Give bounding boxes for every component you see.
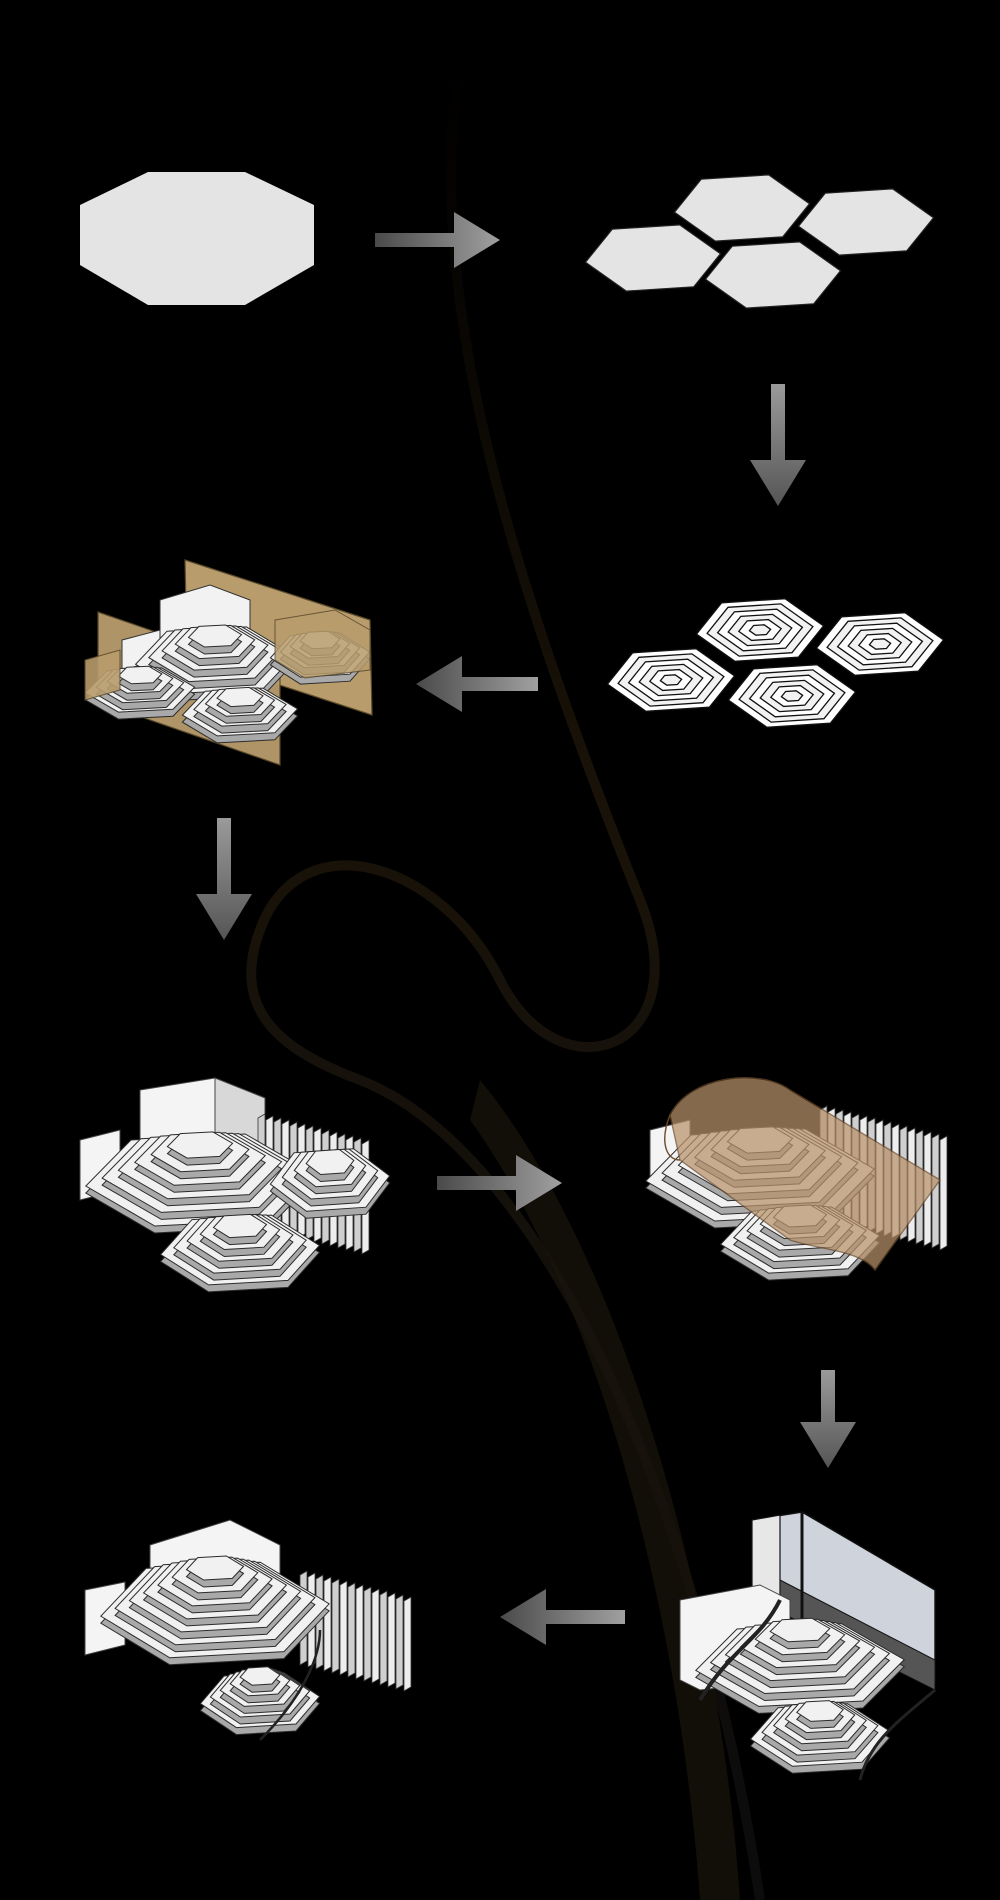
terrace-fin: [387, 1592, 396, 1688]
terrace-top: [187, 624, 243, 648]
hexagon-tile: [673, 174, 811, 242]
step-terraced-massing: [79, 1077, 391, 1293]
terrace-fin: [403, 1596, 412, 1692]
terrace-fin: [331, 1578, 340, 1674]
hexagon-tile: [797, 188, 935, 256]
arrow-right: [437, 1155, 562, 1211]
terrace-fin: [363, 1586, 372, 1682]
step-massing-with-enclosure-and-cut: [679, 1511, 936, 1781]
background-swirl: [246, 59, 765, 1900]
cut-curve: [698, 1599, 782, 1702]
terrace-fin: [323, 1576, 332, 1672]
contour-ring: [748, 624, 772, 636]
hexagon-tile: [704, 241, 842, 309]
arrow-down: [750, 384, 806, 506]
envelope-edge: [664, 1114, 681, 1161]
arrow-left: [500, 1589, 625, 1645]
step-octagon-footprint: [80, 172, 314, 305]
contour-ring: [659, 674, 683, 686]
arrow-down: [800, 1370, 856, 1468]
step-massing-with-curved-envelope: [644, 1077, 948, 1281]
terrace-fin: [355, 1584, 364, 1680]
terrace-top: [185, 1555, 245, 1581]
terrace-top: [239, 1666, 281, 1686]
step-hexagon-tiling: [584, 174, 935, 309]
terrace-top: [796, 1700, 844, 1722]
step-final-carved-terraces: [84, 1519, 412, 1741]
contour-ring: [780, 690, 804, 702]
terrace-fin: [939, 1135, 948, 1251]
terrace-fin: [379, 1590, 388, 1686]
tan-wall-side: [274, 609, 371, 679]
terrace-top: [166, 1131, 234, 1159]
cut-curve: [259, 1629, 322, 1741]
arrow-right: [375, 212, 500, 268]
cut-curve: [858, 1688, 936, 1781]
contour-ring: [868, 638, 892, 650]
terrace-top: [305, 1148, 355, 1176]
terrace-fin: [931, 1133, 940, 1249]
terrace-fin: [347, 1582, 356, 1678]
hexagon-tile: [584, 224, 722, 292]
step-contour-offsets: [606, 598, 945, 728]
terrace-top: [212, 1213, 268, 1239]
terrace-top: [216, 686, 264, 708]
arrow-left: [416, 656, 538, 712]
step-extruded-terraces-with-walls: [84, 559, 373, 766]
terrace-top: [769, 1617, 831, 1643]
terrace-fin: [371, 1588, 380, 1684]
arrow-down: [196, 818, 252, 940]
flow-arrows: [196, 212, 856, 1645]
tan-wall-side: [84, 649, 121, 701]
terrace-fin: [395, 1594, 404, 1690]
terrace-fin: [339, 1580, 348, 1676]
curved-envelope: [669, 1077, 942, 1272]
